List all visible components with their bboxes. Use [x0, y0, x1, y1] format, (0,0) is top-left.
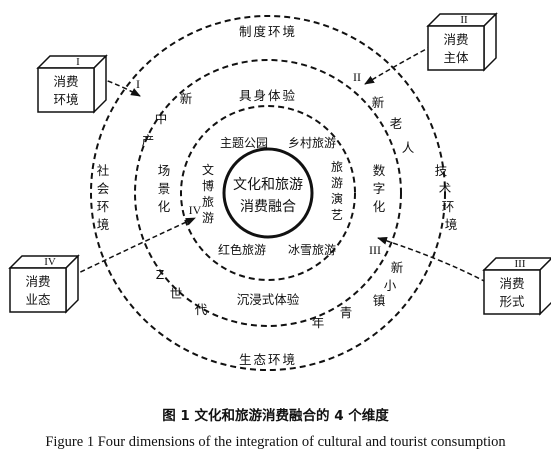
middle-bottom-label: 沉浸式体验 — [237, 292, 300, 307]
outer-left-char: 会 — [97, 181, 110, 196]
box-label-line1: 消费 — [499, 276, 524, 291]
box-numeral: II — [460, 14, 468, 26]
inner-bottom-right-label: 冰雪旅游 — [288, 243, 336, 257]
middle-left-char: 化 — [158, 199, 171, 214]
arc-char-shi: 世 — [170, 286, 183, 301]
inner-right-char: 旅 — [331, 160, 343, 174]
inner-left-char: 旅 — [202, 195, 214, 209]
box-consumption-environment: I 消费 环境 — [36, 54, 108, 114]
arc-char-xin: 新 — [180, 91, 193, 106]
arc-char-xin3: 新 — [391, 260, 404, 275]
arc-char-lao: 老 — [390, 116, 403, 131]
box-consumption-form: III 消费 形式 — [482, 257, 551, 316]
box-label-line1: 消费 — [53, 74, 78, 89]
outer-right-char: 环 — [442, 199, 455, 214]
outer-right-char: 术 — [439, 181, 452, 196]
center-title-line2: 消费融合 — [240, 199, 296, 215]
inner-top-left-label: 主题公园 — [220, 136, 268, 150]
outer-bottom-label: 生态环境 — [239, 352, 297, 367]
box-label-line1: 消费 — [443, 32, 468, 47]
inner-ring — [180, 105, 356, 281]
outer-left-char: 环 — [97, 199, 110, 214]
arc-char-zhong: 中 — [155, 111, 168, 126]
arrow-numeral-i: I — [136, 77, 140, 91]
arc-char-ren: 人 — [402, 140, 415, 155]
arc-char-nian: 年 — [312, 315, 325, 330]
inner-right-char: 游 — [331, 176, 343, 190]
box-label-line1: 消费 — [25, 274, 50, 289]
box-label-line2: 业态 — [25, 292, 50, 307]
inner-right-char: 演 — [331, 191, 343, 206]
center-title-line1: 文化和旅游 — [233, 177, 303, 193]
inner-top-right-label: 乡村旅游 — [288, 136, 336, 150]
box-label-line2: 形式 — [499, 294, 525, 309]
arrow-form — [377, 236, 487, 283]
arc-char-chan: 产 — [142, 133, 155, 148]
arc-char-xin2: 新 — [372, 95, 385, 110]
arrow-subject — [364, 45, 433, 85]
inner-left-char: 博 — [202, 178, 214, 193]
center-circle — [222, 147, 314, 239]
outer-right-char: 境 — [445, 217, 458, 232]
arrow-numeral-iv: IV — [189, 203, 202, 217]
arc-char-dai: 代 — [195, 302, 208, 317]
box-label-line2: 主体 — [443, 50, 469, 65]
outer-top-label: 制度环境 — [239, 24, 297, 39]
middle-right-char: 字 — [373, 181, 386, 196]
middle-left-char: 景 — [158, 181, 171, 196]
arrow-business — [65, 217, 196, 280]
arrow-numeral-iii: III — [369, 243, 381, 257]
arrow-numeral-ii: II — [353, 70, 361, 84]
box-numeral: I — [76, 56, 80, 68]
box-consumption-subject: II 消费 主体 — [426, 12, 498, 72]
box-numeral: IV — [44, 256, 56, 268]
outer-left-char: 社 — [97, 163, 110, 178]
box-numeral: III — [515, 258, 526, 270]
inner-left-char: 游 — [202, 211, 214, 225]
middle-left-char: 场 — [158, 163, 171, 178]
arc-char-qing: 青 — [340, 305, 353, 320]
outer-ring — [90, 15, 446, 371]
middle-ring — [134, 59, 402, 327]
inner-right-char: 艺 — [331, 208, 343, 222]
middle-right-char: 化 — [373, 199, 386, 214]
inner-bottom-left-label: 红色旅游 — [218, 242, 266, 257]
integration-diagram: 文化和旅游 消费融合 制度环境 生态环境 社 会 环 境 技 术 环 境 具身体… — [8, 12, 551, 371]
box-consumption-business: IV 消费 业态 — [8, 254, 80, 314]
outer-left-char: 境 — [97, 217, 110, 232]
arc-char-z: Z — [156, 267, 165, 282]
figure-caption-chinese: 图 1 文化和旅游消费融合的 4 个维度 — [162, 408, 389, 424]
middle-top-label: 具身体验 — [239, 88, 297, 103]
outer-right-char: 技 — [435, 163, 448, 178]
arc-char-xiao: 小 — [384, 278, 397, 293]
inner-left-char: 文 — [202, 162, 214, 177]
middle-right-char: 数 — [373, 163, 386, 178]
arc-char-zhen: 镇 — [373, 293, 386, 308]
box-label-line2: 环境 — [53, 92, 78, 107]
figure-caption-english: Figure 1 Four dimensions of the integrat… — [45, 434, 506, 450]
